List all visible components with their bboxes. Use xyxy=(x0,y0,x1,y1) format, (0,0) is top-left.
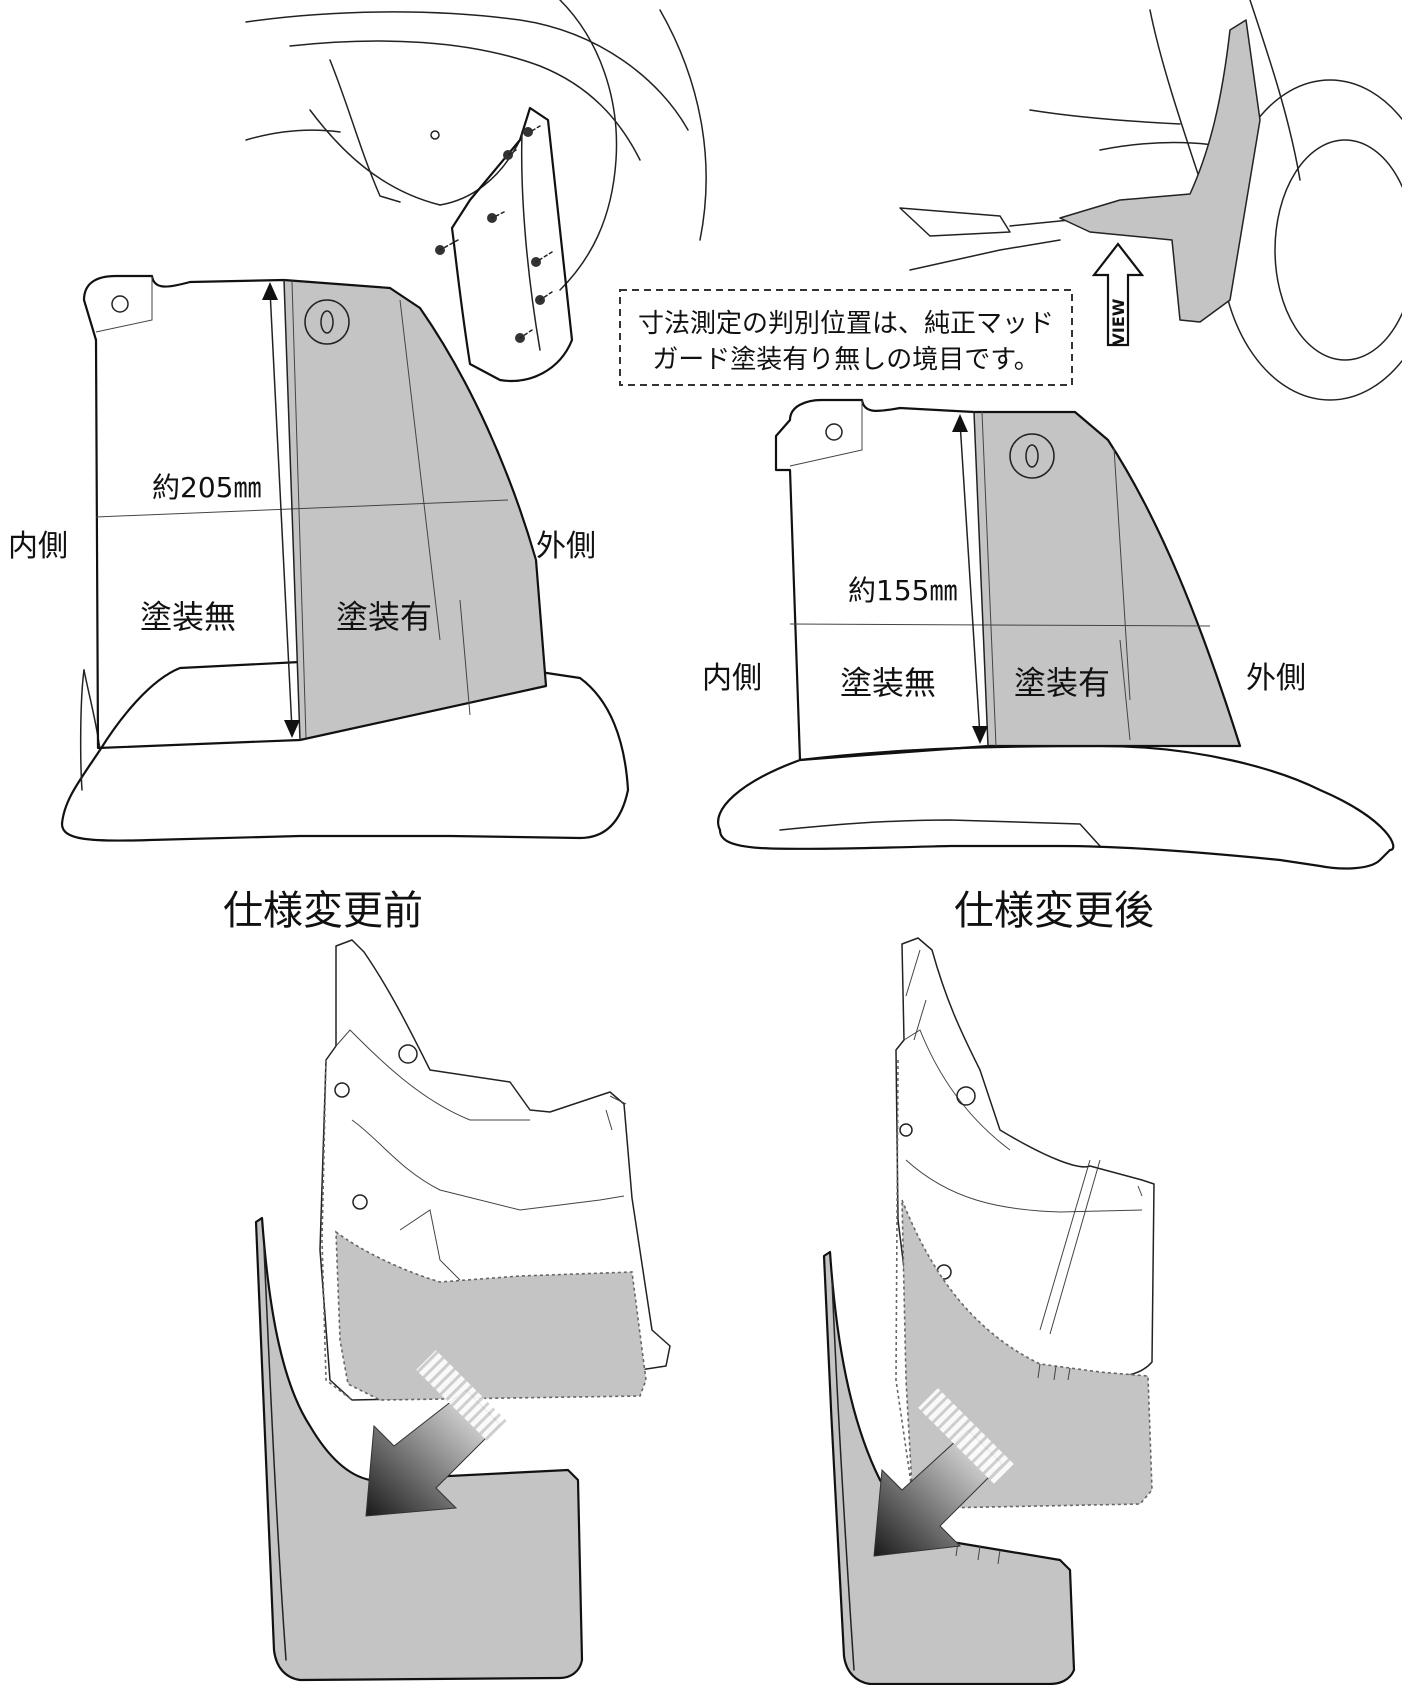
install-view-wheel-arch xyxy=(245,0,707,383)
exploded-view-before xyxy=(254,939,671,1682)
inner-side-before: 内側 xyxy=(8,529,68,564)
caption-before: 仕様変更前 xyxy=(223,888,423,934)
dimension-before: 約205㎜ xyxy=(152,471,261,504)
painted-after: 塗装有 xyxy=(1014,664,1110,702)
view-arrow-icon xyxy=(1091,242,1145,347)
caption-after: 仕様変更後 xyxy=(954,888,1154,934)
view-label: VIEW xyxy=(1109,298,1128,345)
install-view-side: VIEW xyxy=(899,0,1402,401)
inner-side-after: 内側 xyxy=(702,661,762,696)
guard-after-detail: 約155㎜ 内側 外側 塗装無 塗装有 xyxy=(702,398,1395,870)
painted-before: 塗装有 xyxy=(336,598,432,636)
direction-arrow-after-icon xyxy=(873,1388,1014,1557)
dimension-arrow-after xyxy=(952,414,988,744)
direction-arrow-before-icon xyxy=(365,1350,510,1517)
outer-side-before: 外側 xyxy=(536,529,596,564)
exploded-view-after xyxy=(822,937,1155,1685)
dimension-after: 約155㎜ xyxy=(848,574,957,607)
note-line-1: 寸法測定の判別位置は、純正マッド xyxy=(638,309,1054,339)
unpainted-before: 塗装無 xyxy=(140,598,236,636)
measurement-note: 寸法測定の判別位置は、純正マッド ガード塗装有り無しの境目です。 xyxy=(619,289,1073,386)
outer-side-after: 外側 xyxy=(1246,661,1306,696)
unpainted-after: 塗装無 xyxy=(840,664,936,702)
note-line-2: ガード塗装有り無しの境目です。 xyxy=(652,345,1039,375)
guard-before-detail: 約205㎜ 内側 外側 塗装無 塗装有 xyxy=(8,274,630,842)
screw-icons xyxy=(435,125,553,343)
dimension-arrow-before xyxy=(262,282,300,738)
